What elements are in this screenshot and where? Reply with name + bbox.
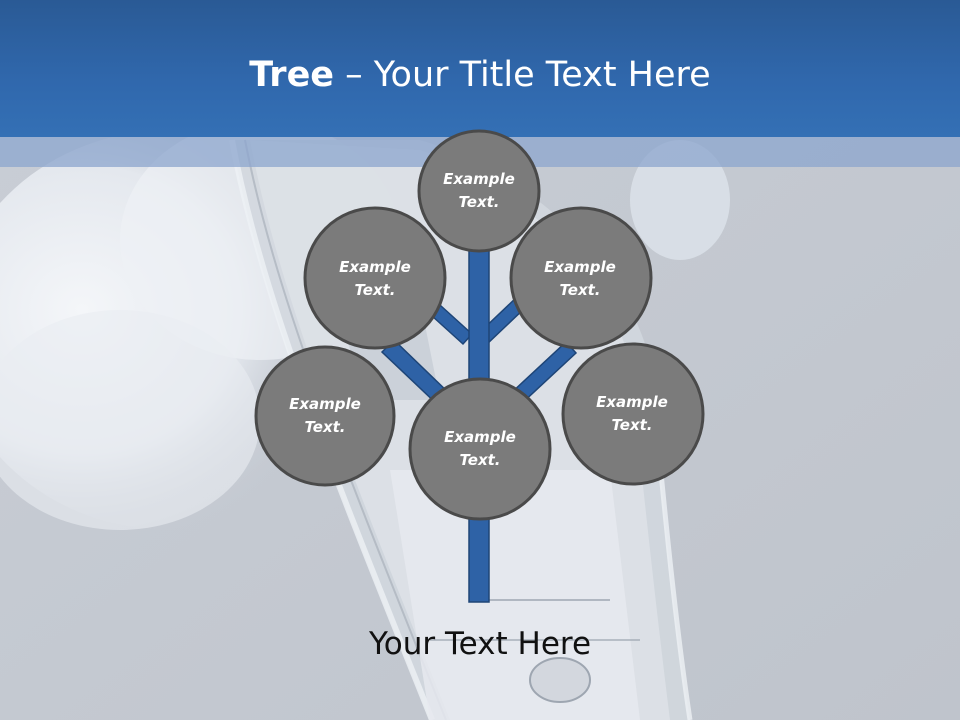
node-upper-left-label: Example Text. — [339, 258, 411, 299]
node-center[interactable] — [408, 377, 552, 521]
node-center-label: Example Text. — [444, 428, 516, 469]
node-upper-right[interactable] — [509, 206, 653, 350]
title-regular-part: – Your Title Text Here — [334, 55, 711, 95]
slide-title[interactable]: Tree – Your Title Text Here — [0, 52, 960, 98]
node-upper-left[interactable] — [303, 206, 447, 350]
node-lower-left-label: Example Text. — [289, 395, 361, 436]
tree-nodes — [254, 129, 705, 521]
node-lower-left[interactable] — [254, 345, 396, 487]
node-top-label: Example Text. — [443, 170, 515, 211]
footer-text[interactable]: Your Text Here — [368, 626, 592, 662]
node-lower-right-label: Example Text. — [596, 393, 668, 434]
node-lower-right[interactable] — [561, 342, 705, 486]
title-bold-part: Tree — [249, 55, 335, 95]
node-top[interactable] — [417, 129, 541, 253]
node-upper-right-label: Example Text. — [544, 258, 616, 299]
title-bar — [0, 0, 960, 137]
